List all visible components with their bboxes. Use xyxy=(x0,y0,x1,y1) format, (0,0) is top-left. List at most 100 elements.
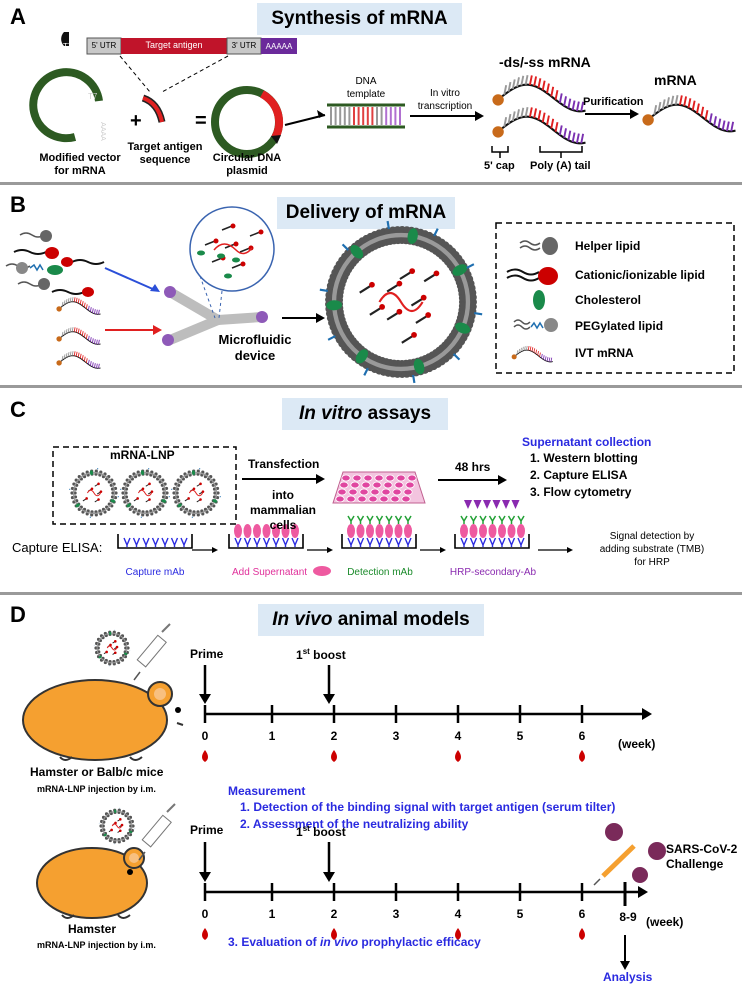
lnp-dashed-box xyxy=(52,446,237,525)
blood-drop-icon xyxy=(455,928,461,940)
boost-label-2: 1st boost xyxy=(296,824,346,839)
well-plate xyxy=(332,471,426,504)
panel-d-letter: D xyxy=(10,602,26,627)
dna-rungs xyxy=(330,107,401,125)
vector-circle xyxy=(29,68,103,143)
boost-label-1: 1st boost xyxy=(296,647,346,662)
utr5-label: 5' UTR xyxy=(91,41,117,50)
panel-c-letter: C xyxy=(10,397,26,422)
elisa-steps xyxy=(117,500,530,549)
analysis-label: Analysis xyxy=(603,970,653,984)
tick-label: 6 xyxy=(579,729,586,743)
polya-tail-label: Poly (A) tail xyxy=(530,160,591,172)
animal2-label: Hamster xyxy=(68,922,117,936)
legend-cholesterol: Cholesterol xyxy=(575,293,642,307)
tick-label: 1 xyxy=(269,907,276,921)
tick-label: 5 xyxy=(517,729,524,743)
antigen-label: Target antigen xyxy=(145,40,203,50)
syringe-icon-1 xyxy=(133,623,171,681)
tick-label: 3 xyxy=(393,907,400,921)
injection-label-2: mRNA-LNP injection by i.m. xyxy=(37,940,156,950)
week-label-1: (week) xyxy=(618,737,656,751)
blood-drop-icon xyxy=(579,928,585,940)
measurement-2: 2. Assessment of the neutralizing abilit… xyxy=(240,817,469,831)
injection-label-1: mRNA-LNP injection by i.m. xyxy=(37,784,156,794)
construct-bar xyxy=(61,32,297,93)
timeline-1: 0 1 2 3 4 5 6 xyxy=(199,665,652,762)
plus-sign: + xyxy=(130,110,142,132)
blood-drop-icon xyxy=(202,750,208,762)
elisa-arrows xyxy=(192,547,573,553)
cap-label: 5' cap xyxy=(484,160,515,172)
legend-peg: PEGylated lipid xyxy=(575,319,664,333)
utr3-label: 3' UTR xyxy=(231,41,257,50)
tick-label: 0 xyxy=(202,729,209,743)
panel-b-letter: B xyxy=(10,192,26,217)
week-label-2: (week) xyxy=(646,915,684,929)
vector-t7-label: T7 xyxy=(88,92,98,101)
separator-cd xyxy=(0,592,742,595)
legend-icons xyxy=(506,237,558,332)
mrna-strands xyxy=(492,75,736,145)
hamster-1 xyxy=(22,679,184,761)
tick-label: 0 xyxy=(202,907,209,921)
lnp-label: mRNA-LNP xyxy=(110,448,175,462)
panel-b-title: Delivery of mRNA xyxy=(277,197,455,229)
measurement-3: 3. Evaluation of in vivo prophylactic ef… xyxy=(228,935,481,949)
prime-label-2: Prime xyxy=(190,823,224,837)
supernatant-title: Supernatant collection xyxy=(522,435,652,449)
tick-label-end: 8-9 xyxy=(619,910,637,924)
t7-label: T7 xyxy=(63,42,73,51)
panel-c-graphics xyxy=(52,446,573,576)
input-mrnas xyxy=(56,297,101,369)
legend-box xyxy=(495,222,735,374)
prime-label-1: Prime xyxy=(190,647,224,661)
lipid-mix xyxy=(5,230,105,297)
tick-label: 4 xyxy=(455,907,462,921)
dsss-label: -ds/-ss mRNA xyxy=(499,54,591,70)
animal1-label: Hamster or Balb/c mice xyxy=(30,765,164,779)
legend-ivt: IVT mRNA xyxy=(575,346,634,360)
tick-label: 5 xyxy=(517,907,524,921)
separator-bc xyxy=(0,385,742,388)
challenge-syringe-icon xyxy=(593,844,636,886)
elisa-step-supernatant: Add Supernatant xyxy=(232,567,308,578)
panel-a-title: Synthesis of mRNA xyxy=(257,3,462,35)
purification-label: Purification xyxy=(583,96,644,108)
separator-ab xyxy=(0,182,742,185)
measurement-title: Measurement xyxy=(228,784,306,798)
legend-cationic: Cationic/ionizable lipid xyxy=(575,268,706,282)
elisa-step-capture: Capture mAb xyxy=(125,567,185,578)
tick-label: 4 xyxy=(455,729,462,743)
equals-sign: = xyxy=(195,110,207,132)
antigen-fragment xyxy=(142,96,164,123)
antigen-box xyxy=(121,38,227,54)
zoom-bubble xyxy=(189,206,275,292)
lipid-nanoparticle xyxy=(319,220,483,384)
measurement-1: 1. Detection of the binding signal with … xyxy=(240,800,616,814)
assay-3: 3. Flow cytometry xyxy=(530,485,632,499)
tick-label: 1 xyxy=(269,729,276,743)
elisa-step-hrp: HRP-secondary-Ab xyxy=(449,567,537,578)
assay-2: 2. Capture ELISA xyxy=(530,468,628,482)
polya-label: AAAAA xyxy=(265,42,293,51)
tick-label: 3 xyxy=(393,729,400,743)
tick-label: 2 xyxy=(331,729,338,743)
mrna-label: mRNA xyxy=(654,72,697,88)
hamster-2 xyxy=(36,847,148,919)
t7-promoter-shape xyxy=(61,32,69,46)
blood-drop-icon xyxy=(331,750,337,762)
panel-b-graphics xyxy=(5,206,735,384)
legend-helper: Helper lipid xyxy=(575,239,641,253)
transfection-label: Transfection xyxy=(248,457,320,471)
tick-label: 2 xyxy=(331,907,338,921)
